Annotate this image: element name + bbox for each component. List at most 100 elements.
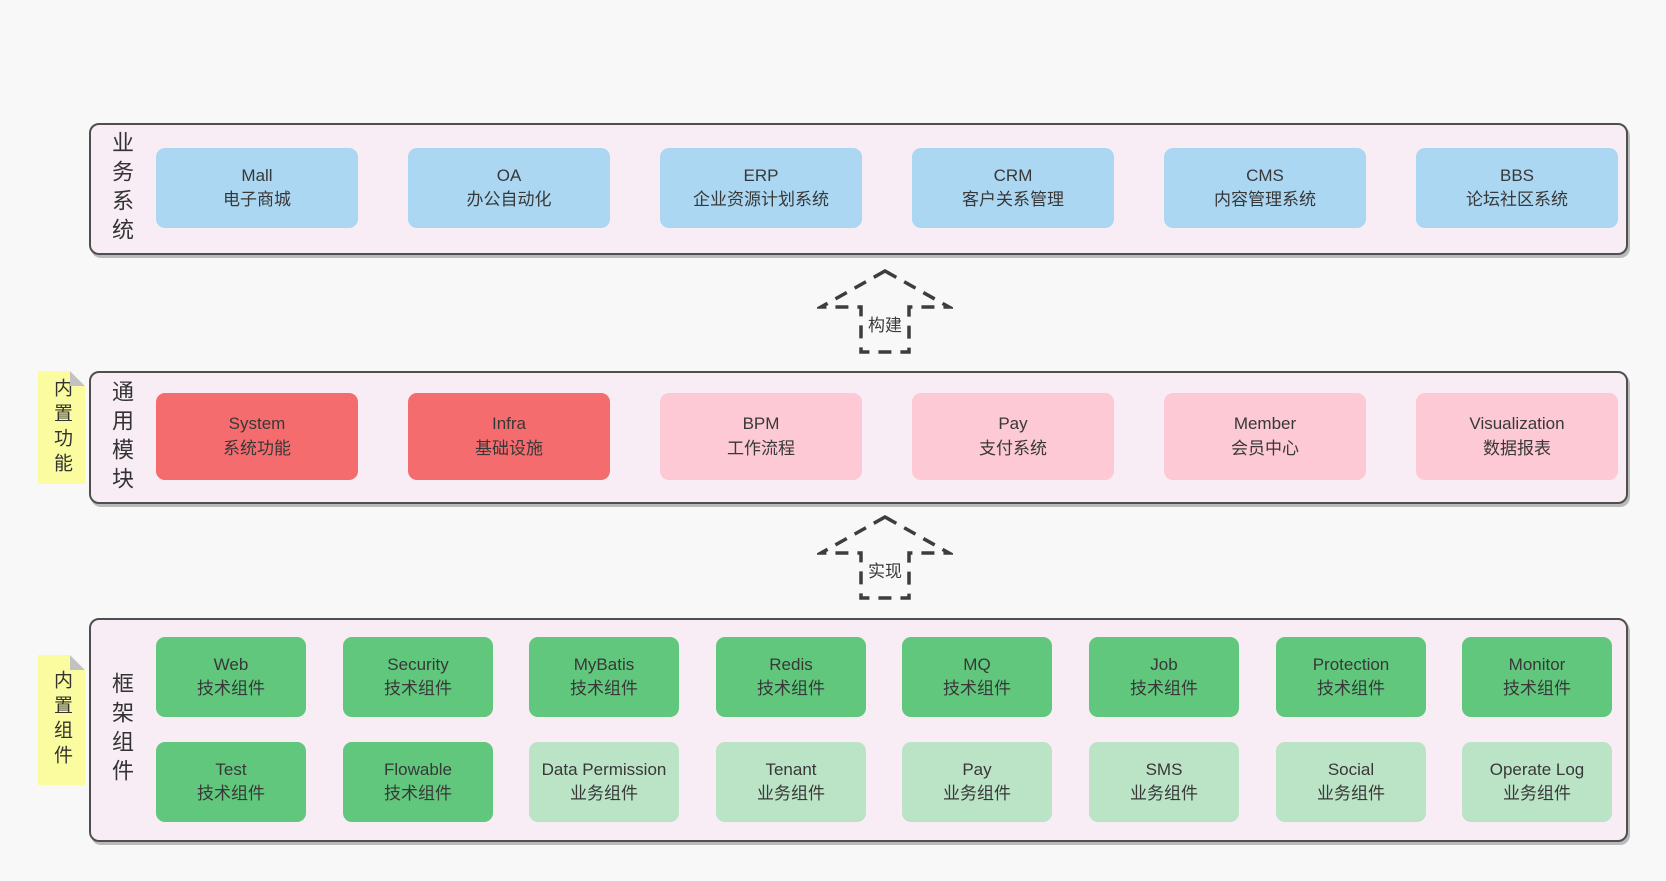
note-builtin-features: 内置功能 (38, 371, 85, 484)
node-subtitle: 数据报表 (1483, 438, 1551, 458)
node-subtitle: 支付系统 (979, 438, 1047, 458)
node-title: Protection (1312, 654, 1390, 674)
node-member: Member 会员中心 (1164, 393, 1366, 480)
arrow-build: 构建 (817, 269, 953, 355)
node-bpm: BPM 工作流程 (660, 393, 862, 480)
node-subtitle: 业务组件 (757, 784, 825, 803)
node-title: MyBatis (573, 654, 635, 674)
node-title: SMS (1145, 759, 1183, 779)
node-mybatis: MyBatis 技术组件 (529, 637, 679, 717)
node-subtitle: 企业资源计划系统 (693, 190, 829, 209)
node-infra: Infra 基础设施 (408, 393, 610, 480)
node-mall: Mall 电子商城 (156, 148, 358, 228)
node-subtitle: 业务组件 (943, 784, 1011, 803)
node-subtitle: 技术组件 (570, 679, 638, 698)
node-subtitle: 电子商城 (223, 190, 291, 209)
node-title: Data Permission (541, 759, 667, 779)
node-title: Operate Log (1489, 759, 1585, 779)
node-title: Visualization (1469, 414, 1565, 434)
note-text: 内置功能 (51, 377, 72, 478)
node-title: Security (387, 654, 449, 674)
node-title: Social (1327, 759, 1375, 779)
node-subtitle: 会员中心 (1231, 438, 1299, 458)
node-security: Security 技术组件 (343, 637, 493, 717)
node-title: Job (1150, 654, 1178, 674)
node-subtitle: 技术组件 (1130, 679, 1198, 698)
node-subtitle: 技术组件 (1317, 679, 1385, 698)
node-crm: CRM 客户关系管理 (912, 148, 1114, 228)
panel-common-modules: 通用模块 System 系统功能 Infra 基础设施 BPM 工作流程 Pay… (89, 371, 1628, 504)
node-subtitle: 基础设施 (475, 438, 543, 458)
node-subtitle: 技术组件 (943, 679, 1011, 698)
panel-framework-components: 框架组件 Web 技术组件 Security 技术组件 MyBatis 技术组件… (89, 618, 1628, 842)
node-title: MQ (963, 654, 991, 674)
node-title: Tenant (765, 759, 817, 779)
node-subtitle: 业务组件 (570, 784, 638, 803)
node-title: BPM (742, 414, 780, 434)
node-cms: CMS 内容管理系统 (1164, 148, 1366, 228)
block-arrow-up-icon (817, 269, 953, 354)
node-tenant: Tenant 业务组件 (716, 742, 866, 822)
node-title: Pay (998, 414, 1028, 434)
node-title: Redis (769, 654, 813, 674)
node-pay-component: Pay 业务组件 (902, 742, 1052, 822)
node-subtitle: 技术组件 (384, 784, 452, 803)
node-subtitle: 技术组件 (384, 679, 452, 698)
node-web: Web 技术组件 (156, 637, 306, 717)
node-title: Flowable (383, 759, 453, 779)
node-title: BBS (1499, 165, 1535, 185)
node-job: Job 技术组件 (1089, 637, 1239, 717)
node-subtitle: 技术组件 (1503, 679, 1571, 698)
node-bbs: BBS 论坛社区系统 (1416, 148, 1618, 228)
node-subtitle: 工作流程 (727, 438, 795, 458)
node-title: CRM (993, 165, 1033, 185)
note-text: 内置组件 (51, 670, 72, 770)
node-title: Monitor (1508, 654, 1566, 674)
node-monitor: Monitor 技术组件 (1462, 637, 1612, 717)
note-fold-corner-icon (70, 371, 85, 386)
node-subtitle: 业务组件 (1130, 784, 1198, 803)
node-title: Infra (491, 414, 527, 434)
node-oa: OA 办公自动化 (408, 148, 610, 228)
note-fold-corner-icon (70, 655, 85, 670)
node-subtitle: 客户关系管理 (962, 190, 1064, 209)
panel-components-label: 框架组件 (109, 672, 134, 788)
panel-modules-label: 通用模块 (109, 379, 134, 496)
node-flowable: Flowable 技术组件 (343, 742, 493, 822)
node-title: Mall (241, 165, 273, 185)
panel-business-label: 业务系统 (109, 131, 134, 247)
node-test: Test 技术组件 (156, 742, 306, 822)
node-subtitle: 技术组件 (197, 679, 265, 698)
node-title: System (228, 414, 286, 434)
node-subtitle: 系统功能 (223, 438, 291, 458)
node-title: Member (1233, 414, 1297, 434)
node-title: ERP (743, 165, 779, 185)
node-subtitle: 业务组件 (1317, 784, 1385, 803)
node-title: Test (215, 759, 247, 779)
node-subtitle: 论坛社区系统 (1466, 190, 1568, 209)
panel-business-systems: 业务系统 Mall 电子商城 OA 办公自动化 ERP 企业资源计划系统 CRM… (89, 123, 1628, 255)
node-sms: SMS 业务组件 (1089, 742, 1239, 822)
node-title: Pay (962, 759, 992, 779)
node-subtitle: 办公自动化 (466, 190, 552, 209)
arrow-implement: 实现 (817, 515, 953, 601)
node-title: CMS (1246, 165, 1284, 185)
arrow-implement-label: 实现 (865, 557, 905, 582)
node-subtitle: 技术组件 (197, 784, 265, 803)
node-subtitle: 技术组件 (757, 679, 825, 698)
node-pay-module: Pay 支付系统 (912, 393, 1114, 480)
node-title: OA (496, 165, 522, 185)
note-builtin-components: 内置组件 (38, 655, 85, 785)
node-protection: Protection 技术组件 (1276, 637, 1426, 717)
node-social: Social 业务组件 (1276, 742, 1426, 822)
node-data-permission: Data Permission 业务组件 (529, 742, 679, 822)
node-redis: Redis 技术组件 (716, 637, 866, 717)
node-title: Web (213, 654, 249, 674)
node-mq: MQ 技术组件 (902, 637, 1052, 717)
node-subtitle: 内容管理系统 (1214, 190, 1316, 209)
block-arrow-up-icon (817, 515, 953, 600)
arrow-build-label: 构建 (865, 311, 905, 336)
node-subtitle: 业务组件 (1503, 784, 1571, 803)
node-system: System 系统功能 (156, 393, 358, 480)
